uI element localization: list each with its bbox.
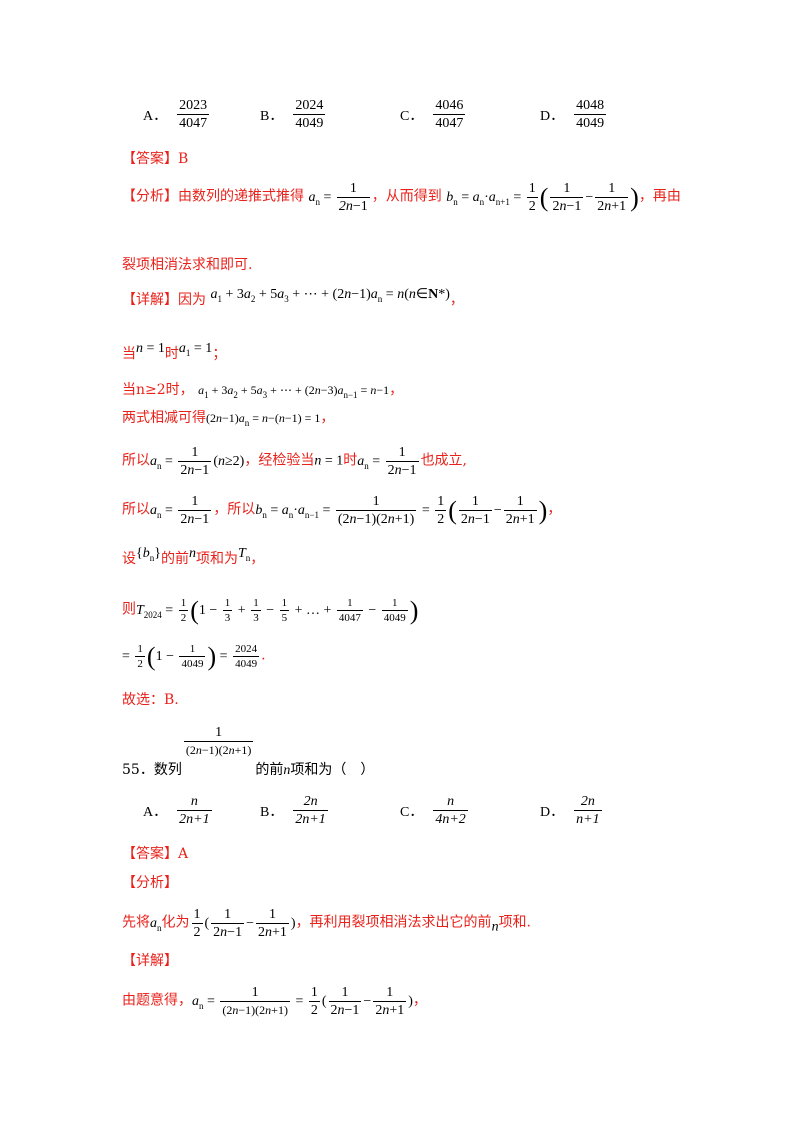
q54-detail-line3: 当n≥2时， a1 + 3a2 + 5a3 + ⋯ + (2n−3)an−1 =… — [122, 382, 404, 400]
q54-detail-line1: 【详解】因为 a1 + 3a2 + 5a3 + ⋯ + (2n−1)an = n… — [122, 287, 464, 308]
q55-answer: 【答案】A — [122, 846, 189, 862]
q54-detail-line7: 设{bn}的前n项和为Tn， — [122, 546, 265, 567]
q55-analysis-tag: 【分析】 — [122, 875, 178, 891]
q54-detail-line4: 两式相减可得(2n−1)an = n−(n−1) = 1， — [122, 410, 335, 428]
q55-detail-tag: 【详解】 — [122, 953, 178, 969]
q54-analysis-cont: 裂项相消法求和即可. — [122, 257, 253, 273]
q54-detail-line2: 当n = 1时a1 = 1； — [122, 341, 227, 362]
q54-answer: 【答案】B — [122, 151, 189, 167]
q54-choose: 故选：B. — [122, 692, 179, 708]
